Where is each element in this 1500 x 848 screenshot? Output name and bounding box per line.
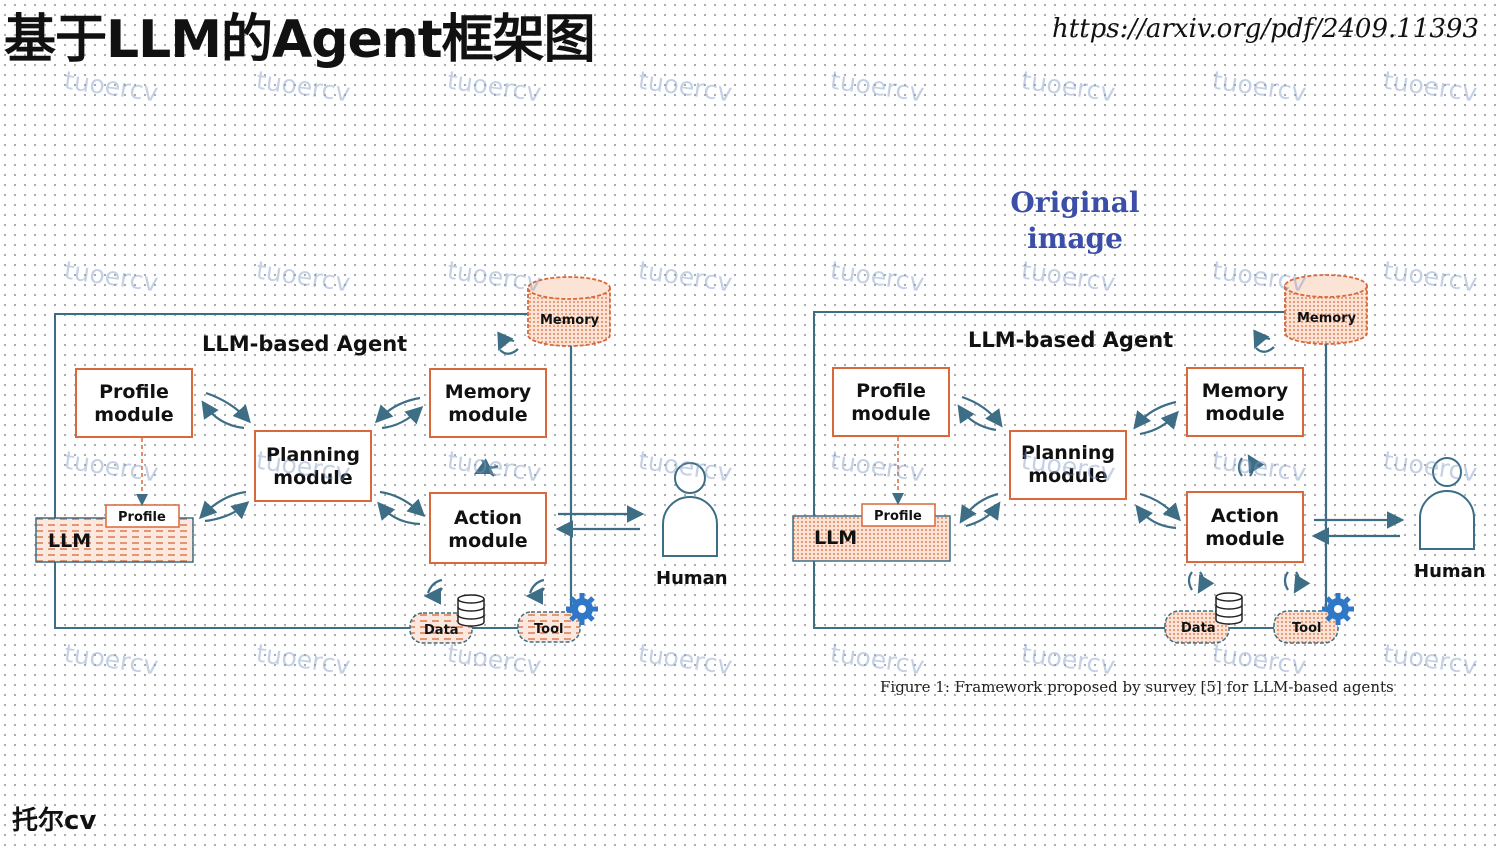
data-box <box>409 612 473 644</box>
orig-planning-module-line1: Planning <box>1021 442 1115 464</box>
right-diagram: LLM-based Agent Memory Profile module Pl… <box>792 274 1486 696</box>
profile-tag-label: Profile <box>118 510 166 525</box>
orig-memory-store-cycle <box>1256 338 1275 352</box>
planning-llm-arc-b <box>204 501 250 523</box>
orig-planning-module-line2: module <box>1028 465 1107 487</box>
planning-action-arc-b <box>377 501 421 526</box>
memory-module-line2: module <box>448 404 527 426</box>
planning-module-line2: module <box>273 467 352 489</box>
orig-planning-action-arc-b <box>1135 504 1177 530</box>
memory-store-cylinder: Memory <box>527 276 611 347</box>
original-image-label: Original image <box>975 185 1175 257</box>
orig-memory-module-line1: Memory <box>1202 380 1289 402</box>
orig-memory-store-cylinder: Memory <box>1284 274 1368 345</box>
figure-caption: Figure 1: Framework proposed by survey [… <box>880 678 1394 696</box>
orig-profile-module-line2: module <box>851 403 930 425</box>
orig-profile-planning-arc-b <box>957 404 997 432</box>
orig-action-module-line1: Action <box>1211 505 1279 527</box>
memory-planning-arc-a <box>374 396 421 424</box>
planning-llm-arc-a <box>198 490 247 520</box>
orig-planning-module-box <box>1009 430 1127 500</box>
orig-action-module-box <box>1186 491 1304 563</box>
profile-module-line2: module <box>94 404 173 426</box>
orig-planning-action-arc-a <box>1139 492 1181 522</box>
action-tool-cycle <box>530 578 544 596</box>
llm-label: LLM <box>48 530 91 552</box>
orig-planning-llm-arc-b <box>965 501 1001 528</box>
orig-memory-planning-arc-b <box>1139 410 1179 436</box>
action-module-line1: Action <box>454 507 522 529</box>
original-label-line1: Original <box>1010 186 1140 219</box>
brand-logo-text: 托尔cv <box>12 806 97 836</box>
orig-memory-planning-arc-a <box>1133 400 1177 430</box>
orig-memory-module-box <box>1186 367 1304 437</box>
orig-action-tool-cycle <box>1285 571 1299 590</box>
memory-planning-arc-b <box>381 405 424 430</box>
source-url: https://arxiv.org/pdf/2409.11393 <box>1052 14 1479 44</box>
memory-module-line1: Memory <box>445 381 532 403</box>
orig-profile-tag-label: Profile <box>874 509 922 524</box>
page-title: 基于LLM的Agent框架图 <box>4 10 596 70</box>
orig-gear-icon <box>1322 593 1354 625</box>
database-icon <box>457 594 485 627</box>
orig-data-label: Data <box>1181 621 1216 636</box>
action-module-line2: module <box>448 530 527 552</box>
planning-module-line1: Planning <box>266 444 360 466</box>
planning-module-box <box>254 430 372 502</box>
orig-tool-label: Tool <box>1292 621 1321 636</box>
human-label: Human <box>656 568 728 589</box>
orig-profile-planning-arc-a <box>961 395 1003 428</box>
memory-store-label: Memory <box>540 313 600 328</box>
orig-human-label: Human <box>1414 561 1486 582</box>
gear-icon <box>566 593 598 625</box>
left-diagram: LLM-based Agent Memory Profile module Pl… <box>35 276 728 644</box>
orig-memory-module-line2: module <box>1205 403 1284 425</box>
profile-planning-arc-b <box>201 400 245 430</box>
orig-action-data-cycle <box>1189 571 1203 590</box>
orig-data-box <box>1164 610 1230 644</box>
orig-profile-module-box <box>832 367 950 437</box>
orig-agent-title: LLM-based Agent <box>968 328 1173 352</box>
orig-human-icon <box>1419 457 1475 550</box>
memory-action-cycle <box>478 460 499 476</box>
profile-module-line1: Profile <box>99 381 169 403</box>
orig-memory-store-label: Memory <box>1297 311 1357 326</box>
orig-profile-module-line1: Profile <box>856 380 926 402</box>
profile-module-box <box>75 368 193 438</box>
tool-box <box>517 611 581 643</box>
memory-module-box <box>429 368 547 438</box>
orig-action-module-line2: module <box>1205 528 1284 550</box>
orig-memory-action-cycle <box>1239 458 1253 477</box>
original-label-line2: image <box>1027 222 1123 255</box>
human-icon <box>662 462 718 557</box>
data-label: Data <box>424 623 459 638</box>
orig-database-icon <box>1215 592 1243 625</box>
agent-title: LLM-based Agent <box>202 332 407 356</box>
action-data-cycle <box>428 578 442 596</box>
planning-action-arc-a <box>379 490 426 518</box>
profile-planning-arc-a <box>205 391 251 424</box>
action-module-box <box>429 492 547 564</box>
tool-label: Tool <box>534 622 563 637</box>
orig-tool-box <box>1273 610 1339 644</box>
memory-store-cycle <box>500 340 519 354</box>
orig-llm-label: LLM <box>814 527 857 549</box>
orig-planning-llm-arc-a <box>959 492 999 524</box>
